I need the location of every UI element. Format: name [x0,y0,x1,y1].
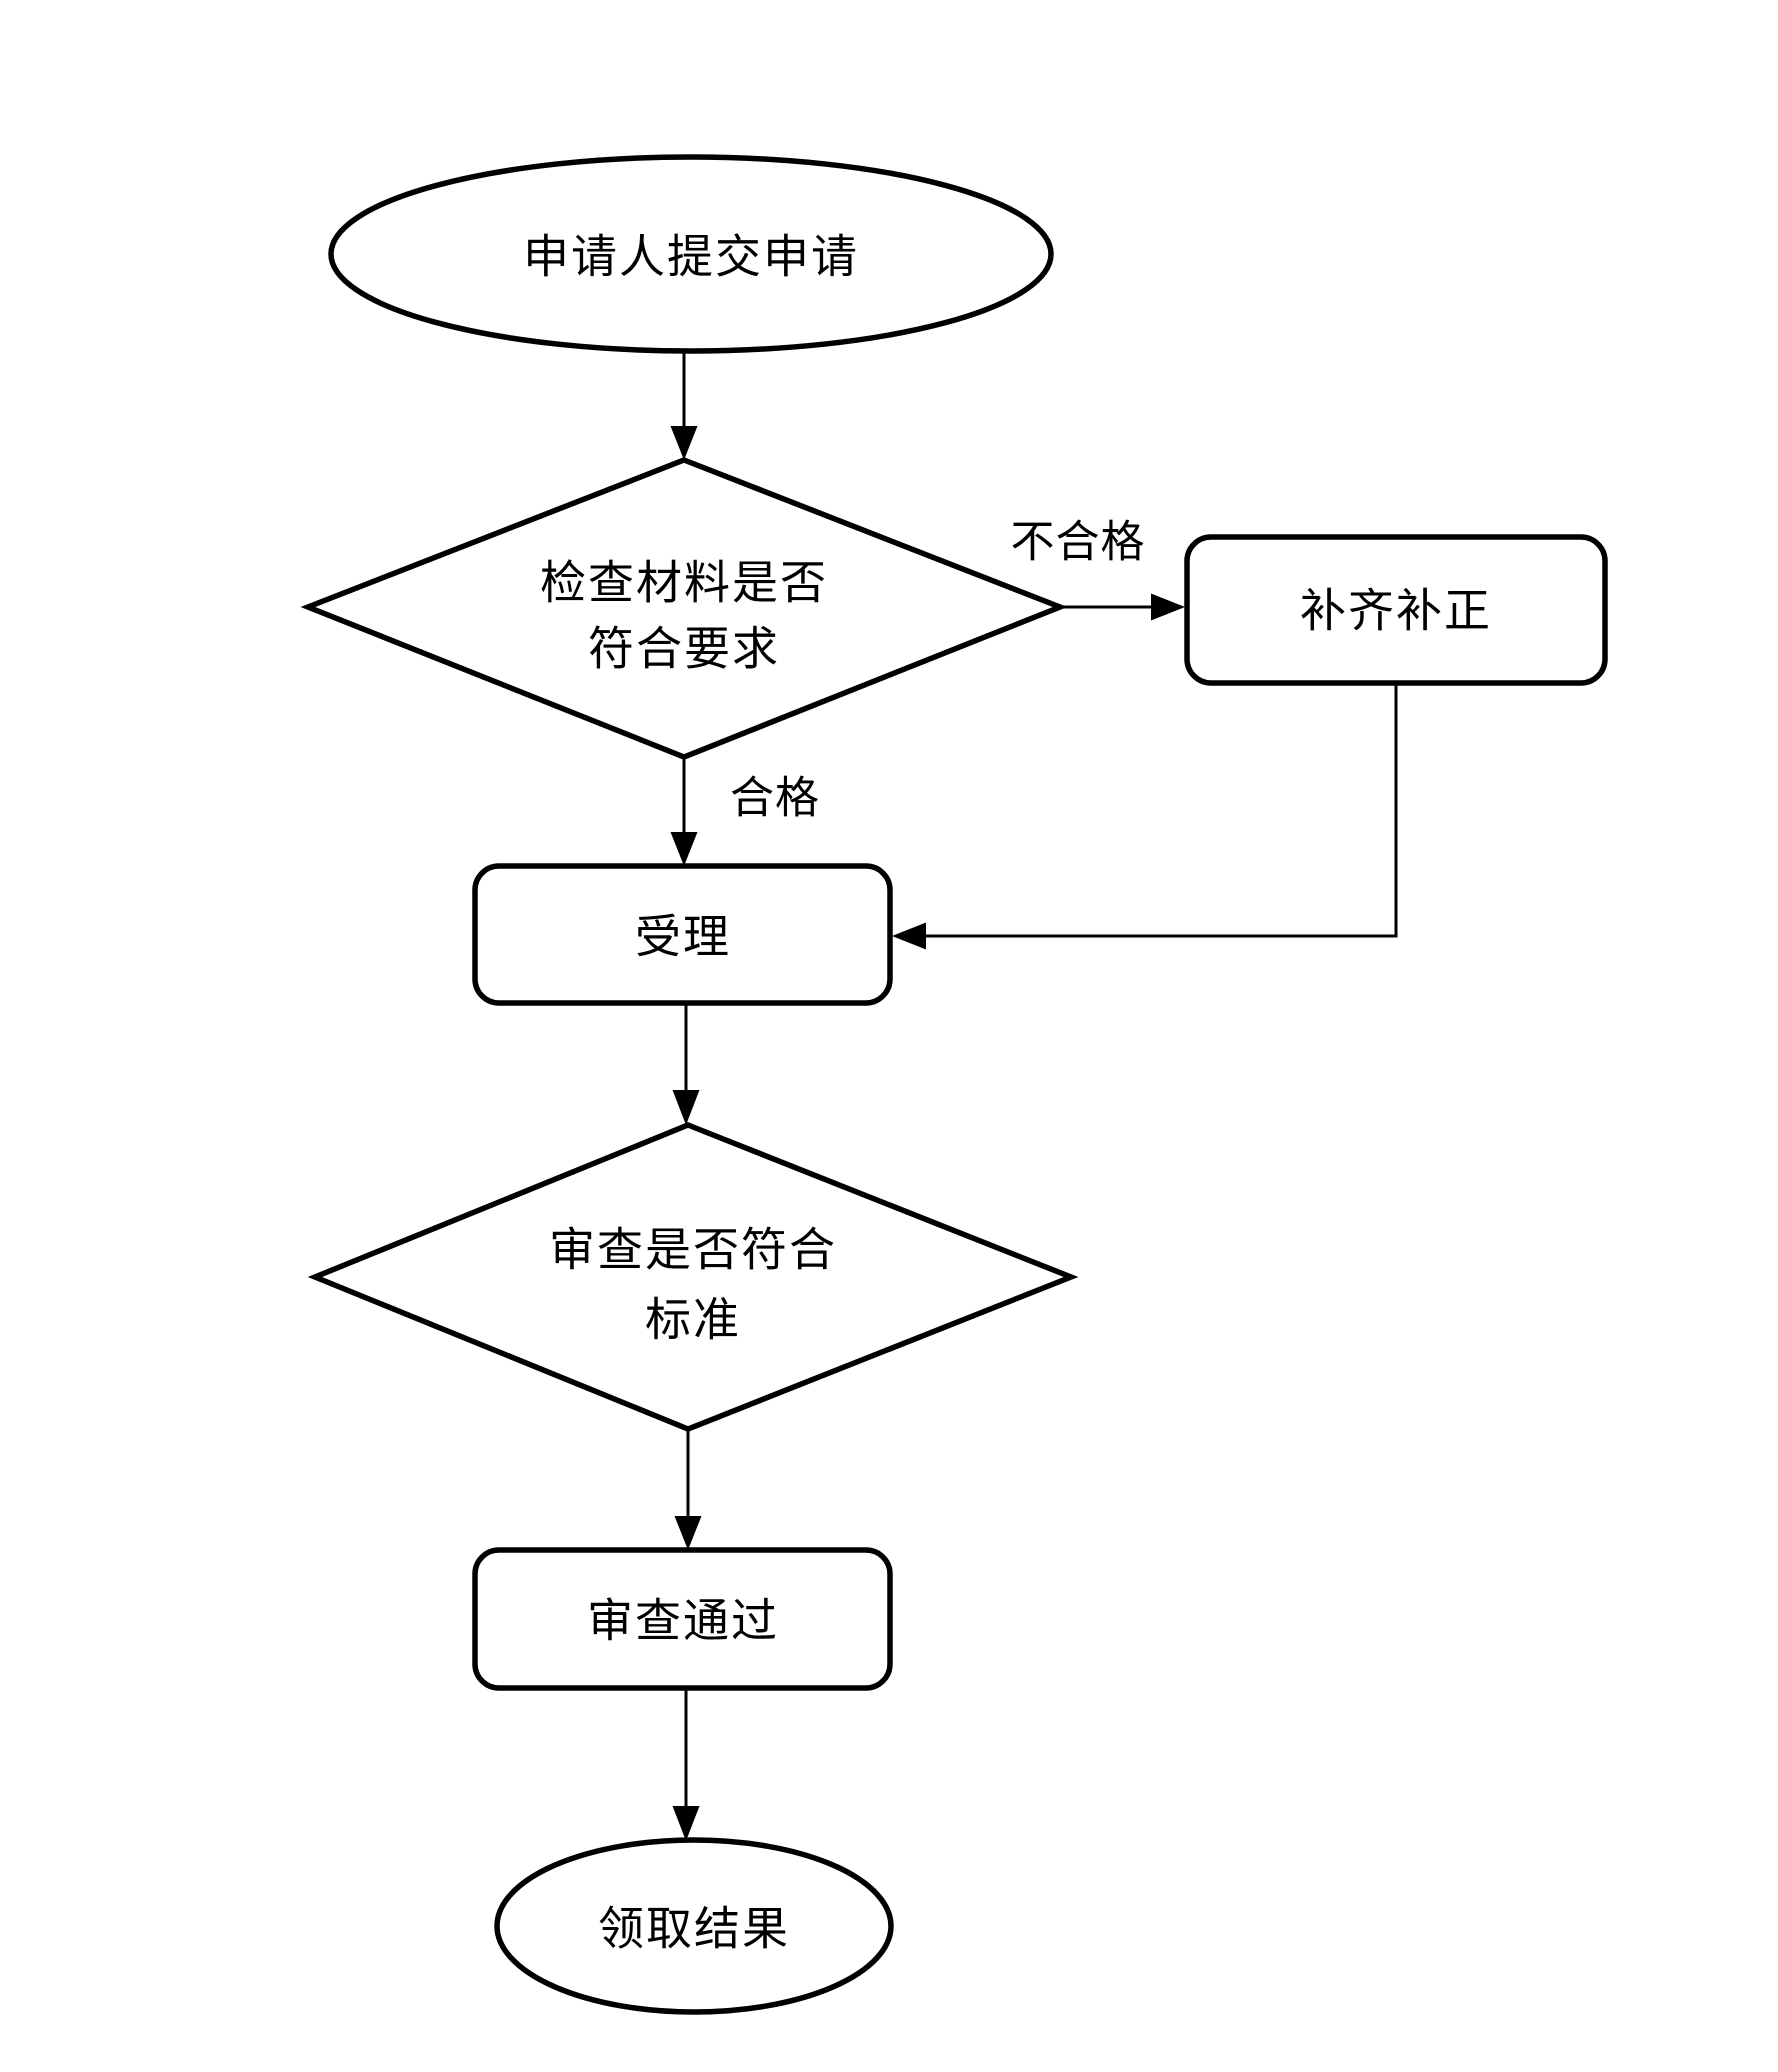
accept-box [472,863,893,1006]
check-materials-label-line1: 检查材料是否 [540,558,828,609]
start-ellipse [328,154,1054,354]
edge-label-unqualified: 不合格 [1011,518,1146,567]
end-ellipse [494,1837,894,2015]
arrow-check-to-supplement [1060,593,1185,621]
arrowhead-down [670,426,698,460]
start-terminator: 申请人提交申请 [328,154,1054,354]
arrow-review-to-pass [674,1429,702,1550]
end-label: 领取结果 [598,1904,790,1955]
arrowhead-down [674,1516,702,1550]
end-terminator: 领取结果 [494,1837,894,2015]
arrowhead-down [672,1806,700,1841]
arrow-supplement-to-accept [892,683,1398,950]
check-materials-diamond [300,457,1068,760]
connector-line [926,683,1398,938]
review-pass-process: 审查通过 [472,1547,893,1691]
review-pass-box [472,1547,893,1691]
start-label: 申请人提交申请 [523,232,859,283]
supplement-process: 补齐补正 [1184,534,1608,686]
arrow-check-to-accept [670,757,698,866]
accept-label: 受理 [635,912,731,963]
arrow-start-to-check [670,351,698,460]
check-materials-decision: 检查材料是否 符合要求 [300,457,1068,760]
review-diamond [307,1122,1079,1432]
review-decision: 审查是否符合 标准 [307,1122,1079,1432]
review-pass-label: 审查通过 [587,1596,779,1647]
arrowhead-down [670,832,698,866]
arrow-pass-to-end [672,1688,700,1841]
review-label-line2: 标准 [645,1295,741,1346]
check-materials-label-line2: 符合要求 [588,624,780,675]
supplement-label: 补齐补正 [1300,586,1492,637]
arrowhead-left [892,922,926,950]
arrowhead-down [672,1090,700,1125]
accept-process: 受理 [472,863,893,1006]
arrowhead-right [1151,593,1185,621]
review-label-line1: 审查是否符合 [549,1225,837,1276]
edge-label-qualified: 合格 [730,774,820,823]
arrow-accept-to-review [672,1003,700,1125]
